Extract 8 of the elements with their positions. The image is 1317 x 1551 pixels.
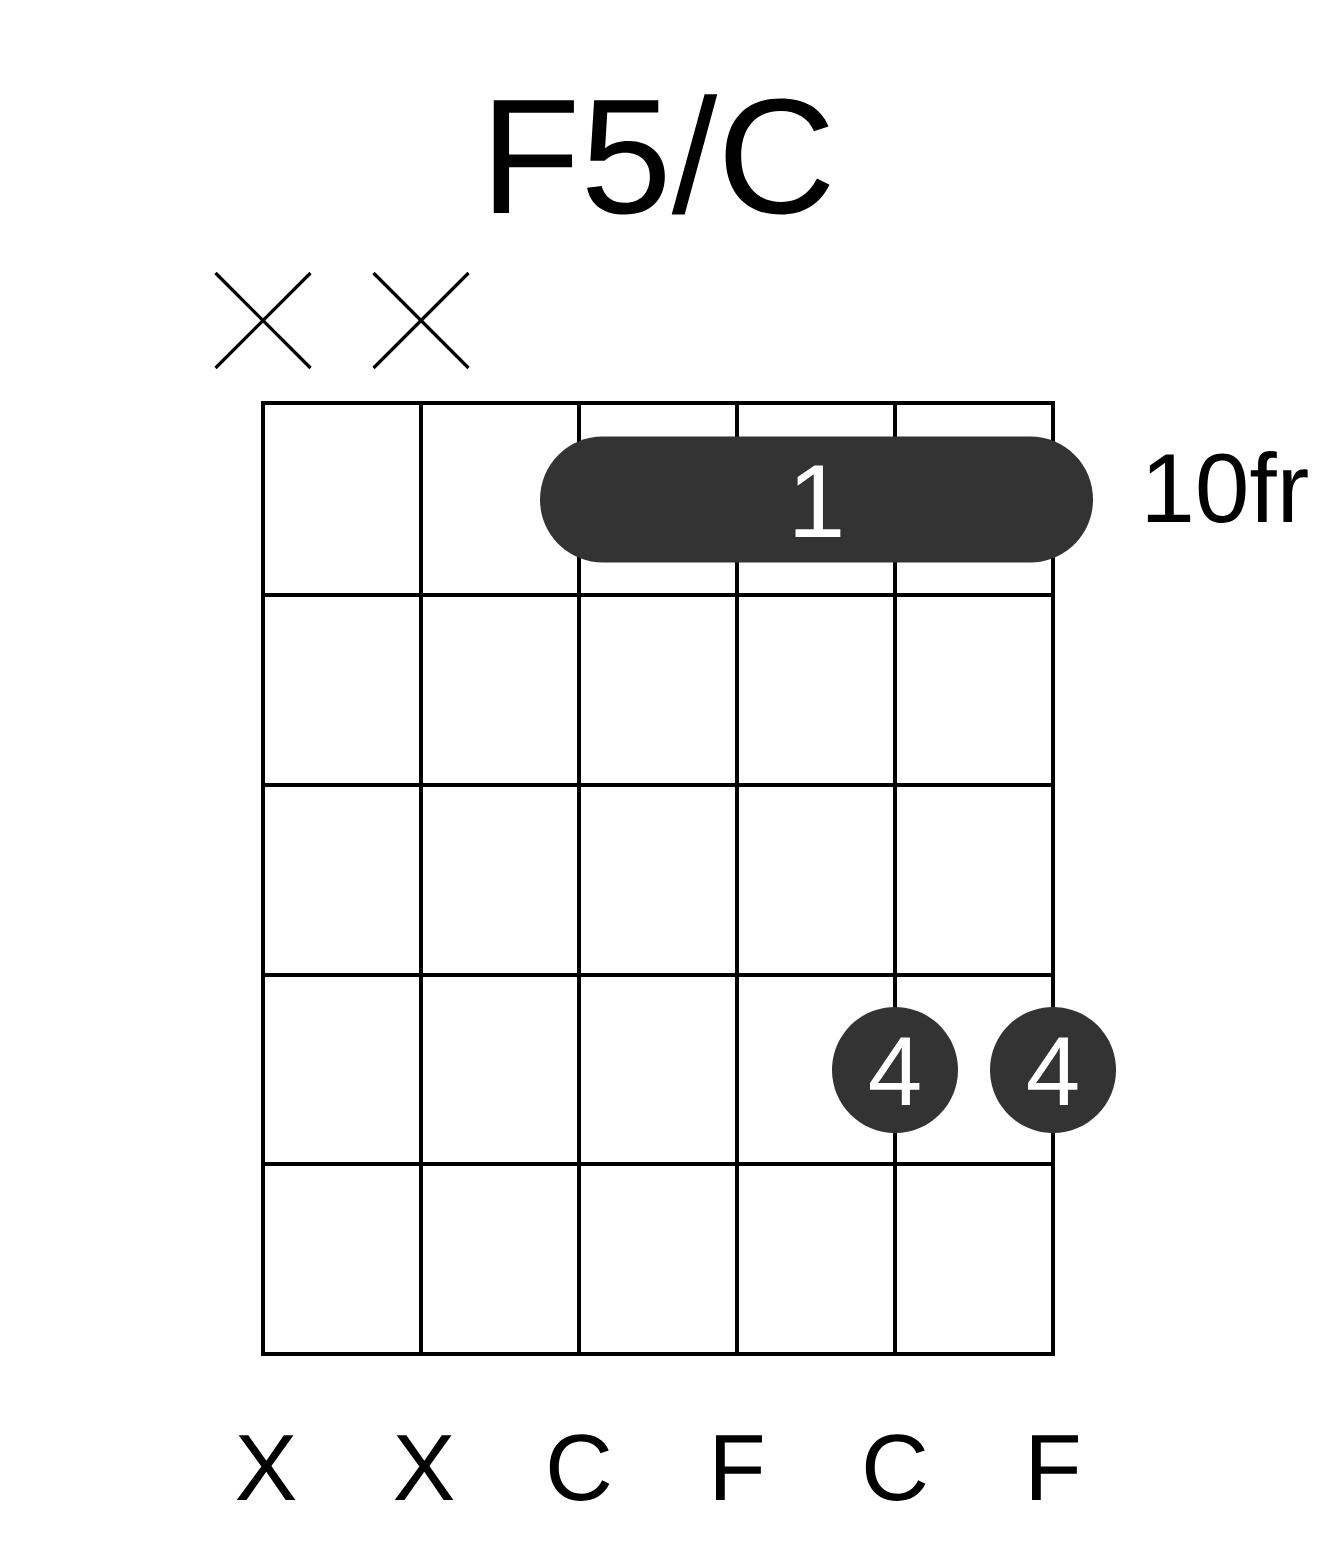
finger-barre: 1	[540, 436, 1093, 563]
string-note: X	[236, 1435, 296, 1500]
string-note: F	[1032, 1435, 1078, 1500]
string-note: C	[549, 1434, 610, 1501]
string-note: X	[394, 1435, 454, 1500]
chord-title: F5/C	[493, 94, 830, 215]
string-note: C	[865, 1434, 926, 1501]
string-note: F	[716, 1435, 762, 1500]
